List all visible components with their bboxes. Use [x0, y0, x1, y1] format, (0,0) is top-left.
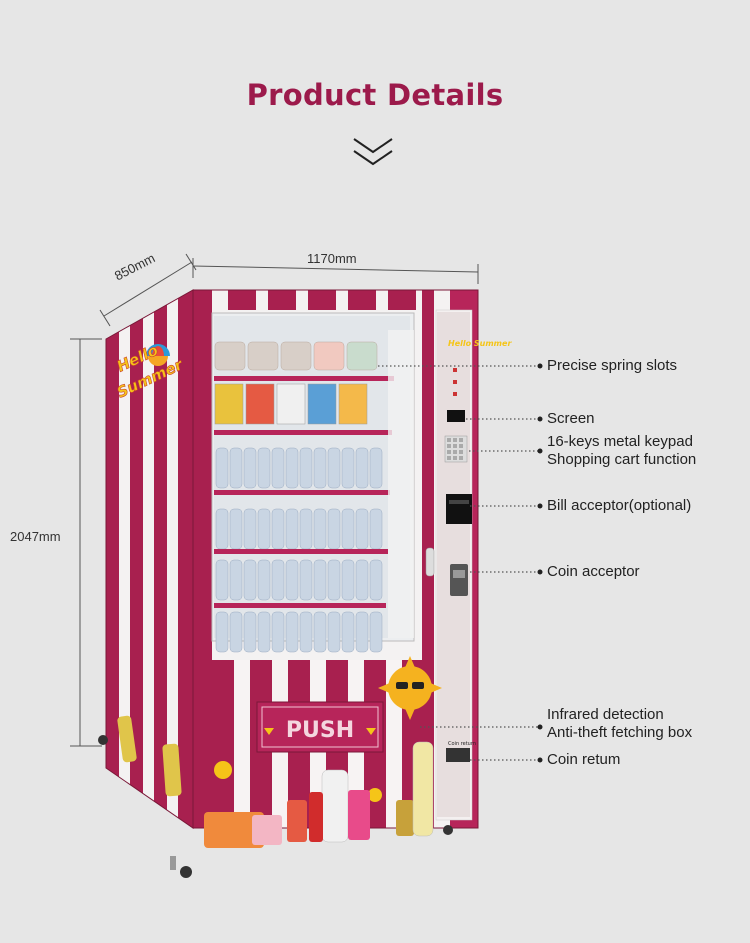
feature-coin-acceptor: Coin acceptor	[547, 563, 640, 580]
coin-return-small-label: Coin return	[448, 741, 476, 747]
feature-infrared-detection: Infrared detection Anti-theft fetching b…	[547, 706, 692, 742]
feature-keypad-line2: Shopping cart function	[547, 451, 697, 468]
side-stickers	[117, 715, 182, 797]
feature-spring-slots: Precise spring slots	[547, 357, 678, 374]
small-sun-sticker	[214, 761, 382, 802]
feature-keypad: 16-keys metal keypad Shopping cart funct…	[547, 433, 696, 469]
glass-window	[211, 312, 415, 653]
push-door	[256, 701, 384, 753]
feature-infrared-line2: Anti-theft fetching box	[547, 724, 693, 741]
feature-keypad-line1: 16-keys metal keypad	[547, 433, 693, 450]
feature-screen: Screen	[547, 410, 595, 427]
push-label: PUSH	[286, 718, 354, 743]
page-title: Product Details	[246, 78, 504, 112]
height-dimension-label: 2047mm	[10, 529, 61, 544]
callout-dots	[537, 363, 543, 763]
door-logo: Hello Summer	[448, 339, 512, 348]
chevron-down-icon	[353, 138, 393, 166]
machine-feet	[98, 735, 453, 878]
sun-sticker	[378, 656, 442, 720]
feature-infrared-line1: Infrared detection	[547, 706, 664, 723]
product-stickers	[204, 741, 434, 848]
feature-bill-acceptor: Bill acceptor(optional)	[547, 497, 692, 514]
width-dimension-label: 1170mm	[307, 251, 357, 266]
feature-coin-return: Coin retum	[547, 751, 621, 768]
dimension-lines	[70, 253, 479, 747]
control-panel	[425, 309, 473, 821]
callout-lines	[378, 365, 540, 761]
